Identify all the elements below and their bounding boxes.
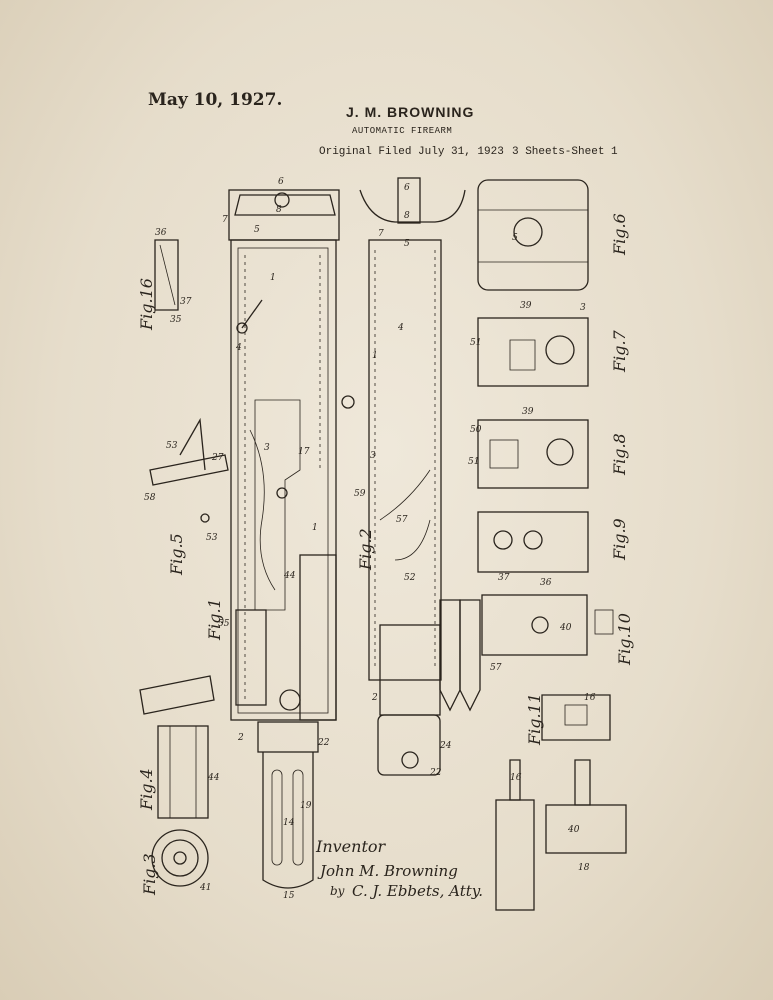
ref-numeral: 3 [370,451,376,461]
ref-numeral: 2 [371,693,378,703]
ref-numeral: 53 [166,441,178,451]
signature-by: by [330,884,345,898]
patent-title: AUTOMATIC FIREARM [352,126,453,136]
ref-numeral: 40 [559,623,572,633]
ref-numeral: 16 [510,773,522,783]
ref-numeral: 44 [283,571,296,581]
ref-numeral: 3 [580,303,586,313]
ref-numeral: 22 [429,768,442,778]
ref-numeral: 2 [237,733,244,743]
ref-numeral: 51 [468,457,479,467]
ref-numeral: 39 [520,301,532,311]
ref-numeral: 37 [180,297,192,307]
patent-date: May 10, 1927. [148,90,283,110]
ref-numeral: 7 [222,215,228,225]
ref-numeral: 19 [300,801,312,811]
ref-numeral: 37 [498,573,510,583]
fig-5-label: Fig.5 [167,533,186,576]
inventor-name: J. M. BROWNING [346,104,475,120]
ref-numeral: 39 [522,407,534,417]
ref-numeral: 57 [396,515,408,525]
ref-numeral: 53 [206,533,218,543]
ref-numeral: 41 [199,883,211,893]
ref-numeral: 15 [283,891,295,901]
ref-numeral: 59 [354,489,366,499]
fig-6-label: Fig.6 [610,213,629,256]
ref-numeral: 8 [276,205,282,215]
ref-numeral: 16 [584,693,596,703]
figure-5-drawing [149,417,229,523]
fig-8-label: Fig.8 [610,433,629,476]
ref-numeral: 36 [540,578,552,588]
ref-numeral: 6 [278,177,284,187]
ref-numeral: 36 [155,228,167,238]
ref-numeral: 22 [317,738,330,748]
ref-numeral: 40 [567,825,580,835]
ref-numeral: 58 [144,493,156,503]
ref-numeral: 3 [264,443,270,453]
ref-numeral: 1 [372,351,378,361]
figure-2-barrel-extension-drawing [359,177,481,776]
figure-7-drawing [477,317,589,387]
figure-9-drawing [477,511,589,573]
fig-3-label: Fig.3 [140,853,159,896]
ref-numeral: 55 [218,619,230,629]
ref-numeral: 4 [397,323,404,333]
fig-11-label: Fig.11 [525,693,544,746]
inventor-signature: John M. Browning [317,862,458,880]
ref-numeral: 1 [270,273,276,283]
figure-11-drawing [495,694,627,911]
filing-date: Original Filed July 31, 1923 [319,146,504,158]
ref-numeral: 18 [578,863,590,873]
sheet-count: 3 Sheets-Sheet 1 [512,146,618,158]
fig-7-label: Fig.7 [610,329,629,373]
fig-10-label: Fig.10 [615,613,634,666]
ref-numeral: 1 [312,523,318,533]
ref-numeral: 35 [170,315,182,325]
ref-numeral: 17 [298,447,310,457]
fig-2-label: Fig.2 [356,528,375,571]
ref-numeral: 52 [404,573,416,583]
figure-8-drawing [477,419,589,489]
figure-10-drawing [481,594,614,656]
ref-numeral: 8 [404,211,410,221]
ref-numeral: 14 [283,818,295,828]
ref-numeral: 51 [470,338,481,348]
ref-numeral: 7 [378,229,384,239]
figure-16-drawing [154,239,179,311]
figure-6-drawing [477,179,589,291]
figure-4-drawing [157,725,209,819]
attorney-signature: C. J. Ebbets, Atty. [352,882,483,900]
ref-numeral: 6 [404,183,410,193]
inventor-label: Inventor [315,837,387,856]
ref-numeral: 27 [211,453,224,463]
figure-1-receiver-drawing [139,189,355,889]
ref-numeral: 5 [404,239,410,249]
ref-numeral: 44 [207,773,220,783]
fig-16-label: Fig.16 [137,278,156,331]
fig-1-label: Fig.1 [205,598,224,641]
ref-numeral: 5 [512,233,518,243]
figure-3-drawing [151,829,209,887]
ref-numeral: 4 [235,343,242,353]
ref-numeral: 5 [254,225,260,235]
ref-numeral: 50 [470,425,482,435]
fig-4-label: Fig.4 [137,768,156,811]
fig-9-label: Fig.9 [610,518,629,561]
ref-numeral: 24 [439,741,452,751]
ref-numeral: 57 [490,663,502,673]
